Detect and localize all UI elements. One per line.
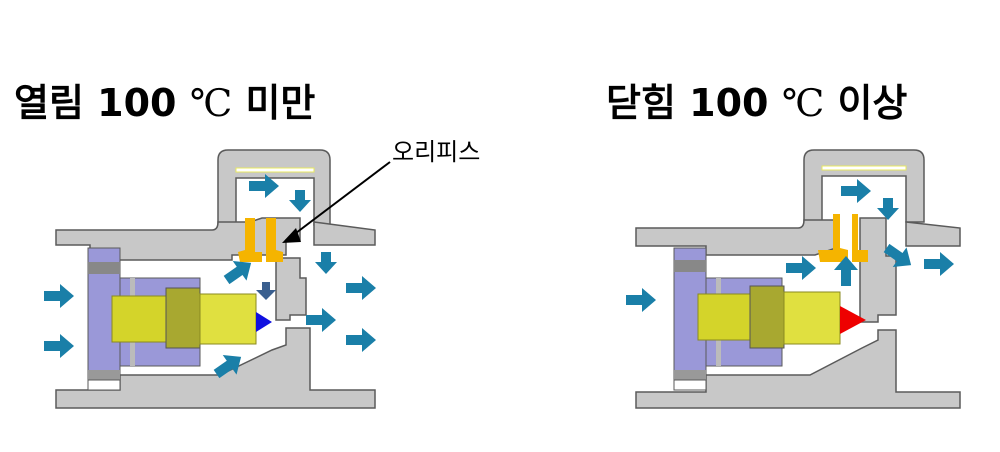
left-temp: 100 bbox=[97, 81, 177, 125]
right-title: 닫힘 100 ℃ 이상 bbox=[606, 72, 907, 127]
left-unit: ℃ bbox=[189, 83, 233, 125]
left-title: 열림 100 ℃ 미만 bbox=[14, 72, 315, 127]
right-condition: 이상 bbox=[837, 81, 908, 125]
right-state: 닫힘 bbox=[606, 81, 676, 125]
orifice-label: 오리피스 bbox=[392, 138, 481, 166]
left-state: 열림 bbox=[14, 81, 84, 125]
right-temp: 100 bbox=[689, 81, 769, 125]
left-condition: 미만 bbox=[245, 81, 316, 125]
closed-valve-diagram bbox=[626, 149, 961, 409]
right-unit: ℃ bbox=[781, 83, 825, 125]
open-valve-diagram bbox=[44, 149, 391, 409]
